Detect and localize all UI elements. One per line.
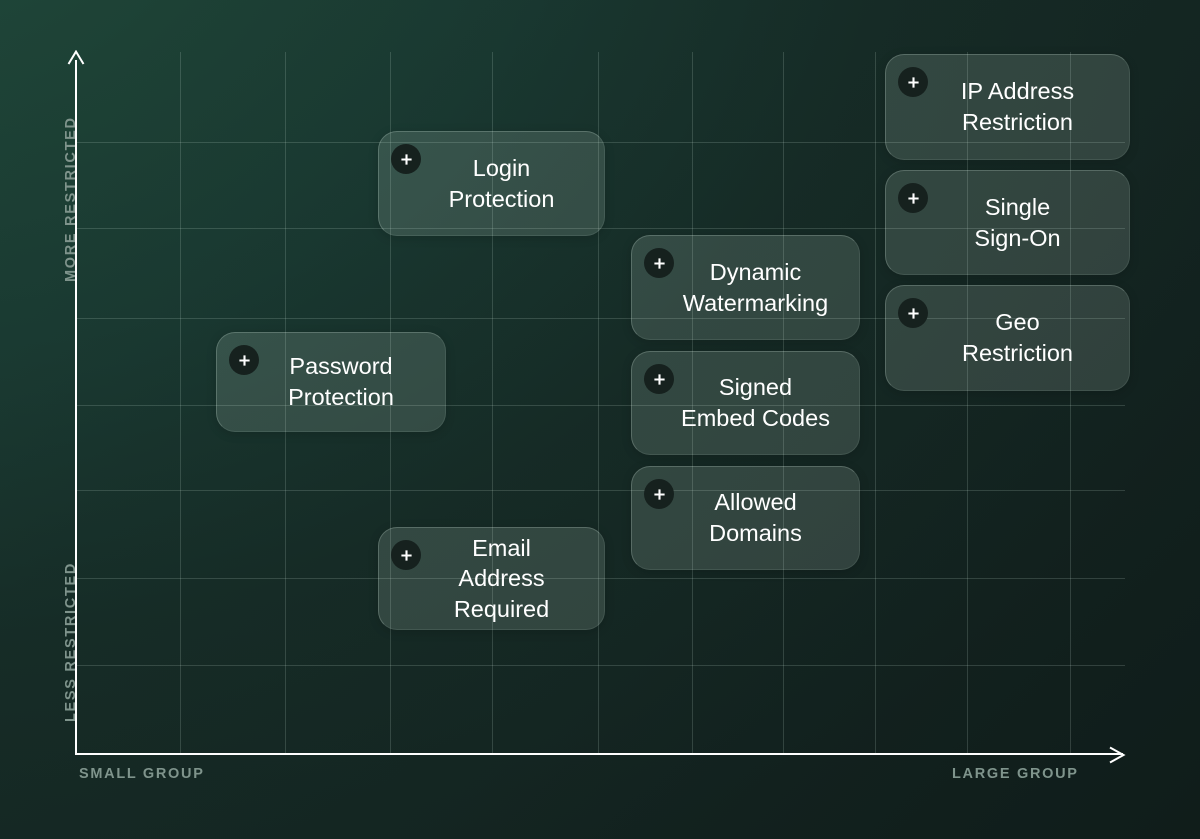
- gridline-vertical: [598, 52, 599, 754]
- plus-icon[interactable]: [229, 345, 259, 375]
- gridline-vertical: [692, 52, 693, 754]
- y-axis-line: [75, 60, 77, 755]
- plus-icon[interactable]: [898, 298, 928, 328]
- feature-card-label: Email Address Required: [453, 534, 550, 622]
- gridline-vertical: [285, 52, 286, 754]
- gridline-vertical: [967, 52, 968, 754]
- gridline-vertical: [492, 52, 493, 754]
- plus-icon[interactable]: [898, 67, 928, 97]
- feature-card-label: Geo Restriction: [961, 309, 1073, 366]
- feature-card-allowed-domains[interactable]: Allowed Domains: [631, 466, 860, 570]
- feature-card-email-address-required[interactable]: Email Address Required: [378, 527, 605, 630]
- plus-icon[interactable]: [391, 144, 421, 174]
- feature-card-single-sign-on[interactable]: Single Sign-On: [885, 170, 1130, 275]
- gridline-vertical: [390, 52, 391, 754]
- feature-card-label: Login Protection: [448, 154, 555, 212]
- x-axis-label-small-group: SMALL GROUP: [79, 766, 205, 782]
- plus-icon[interactable]: [391, 540, 421, 570]
- x-axis-label-large-group: LARGE GROUP: [952, 766, 1079, 782]
- feature-card-signed-embed-codes[interactable]: Signed Embed Codes: [631, 351, 860, 455]
- feature-card-label: Signed Embed Codes: [681, 374, 830, 431]
- gridline-horizontal: [76, 665, 1125, 666]
- plus-icon[interactable]: [898, 183, 928, 213]
- feature-card-label: Single Sign-On: [974, 193, 1061, 251]
- gridline-horizontal: [76, 490, 1125, 491]
- gridline-vertical: [180, 52, 181, 754]
- y-axis-label-less-restricted: LESS RESTRICTED: [63, 561, 79, 722]
- feature-card-label: Allowed Domains: [709, 489, 802, 546]
- feature-card-label: Dynamic Watermarking: [682, 258, 829, 316]
- feature-card-login-protection[interactable]: Login Protection: [378, 131, 605, 236]
- gridline-vertical: [875, 52, 876, 754]
- gridline-horizontal: [76, 578, 1125, 579]
- feature-card-geo-restriction[interactable]: Geo Restriction: [885, 285, 1130, 391]
- feature-card-ip-address-restriction[interactable]: IP Address Restriction: [885, 54, 1130, 160]
- gridline-horizontal: [76, 318, 1125, 319]
- plus-icon[interactable]: [644, 479, 674, 509]
- feature-card-dynamic-watermarking[interactable]: Dynamic Watermarking: [631, 235, 860, 340]
- plus-icon[interactable]: [644, 248, 674, 278]
- x-axis-arrow-icon: [1109, 746, 1126, 764]
- y-axis-label-more-restricted: MORE RESTRICTED: [63, 116, 79, 282]
- feature-card-label: IP Address Restriction: [960, 78, 1075, 135]
- gridline-vertical: [783, 52, 784, 754]
- plus-icon[interactable]: [644, 364, 674, 394]
- gridline-vertical: [1070, 52, 1071, 754]
- x-axis-line: [75, 753, 1123, 755]
- y-axis-arrow-icon: [67, 50, 85, 65]
- gridline-horizontal: [76, 405, 1125, 406]
- feature-card-password-protection[interactable]: Password Protection: [216, 332, 446, 432]
- feature-card-label: Password Protection: [288, 353, 394, 410]
